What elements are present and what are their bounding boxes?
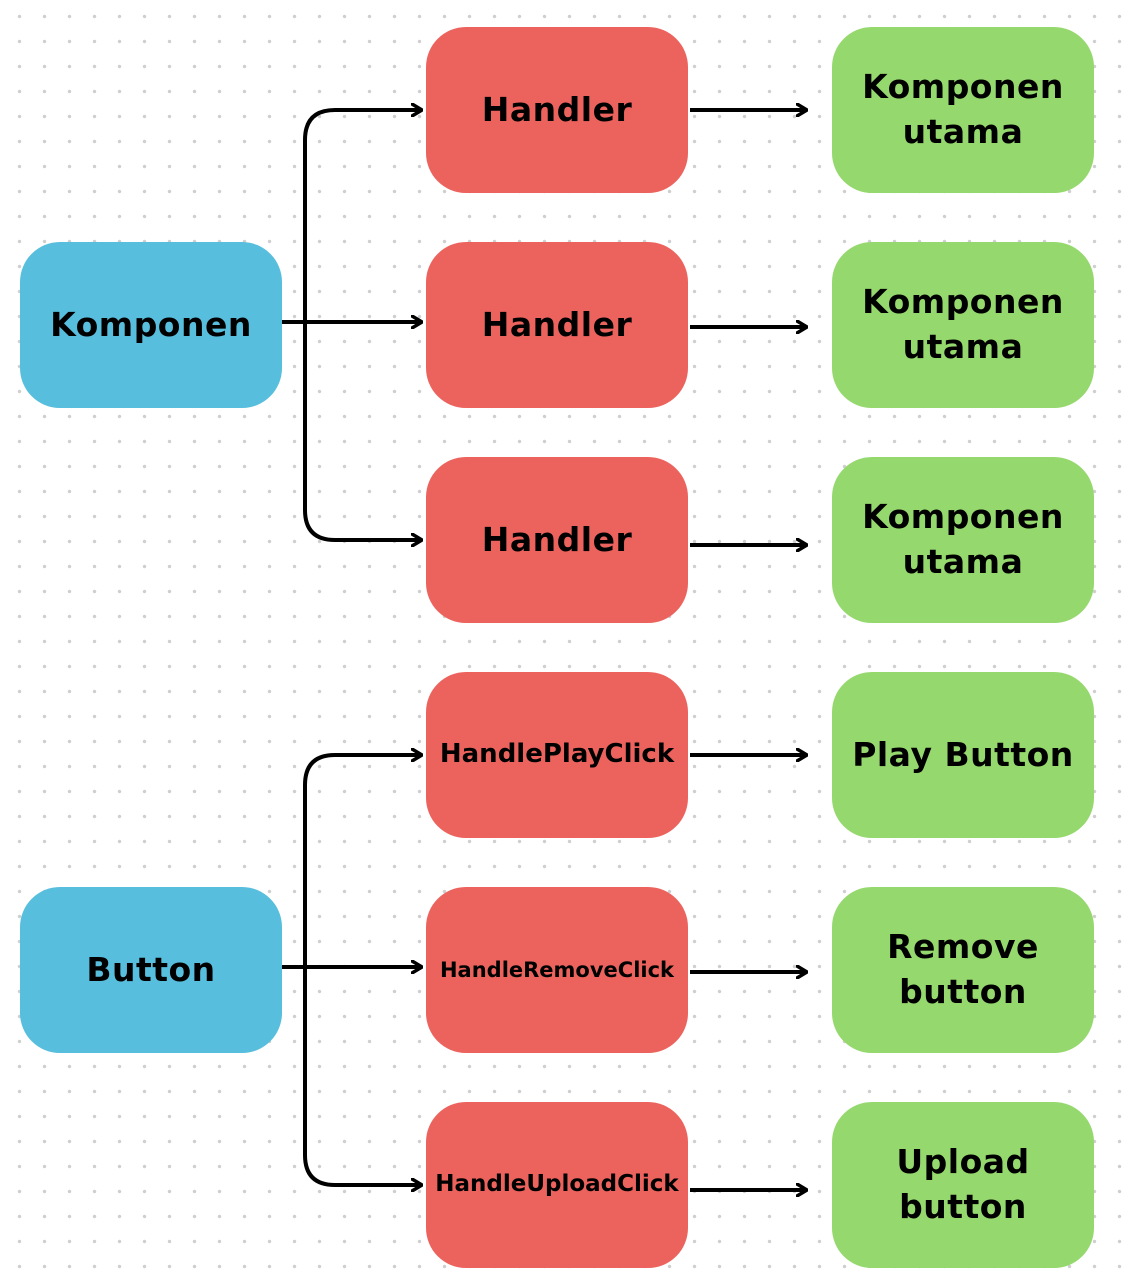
handler-node-upload: HandleUploadClick: [426, 1102, 688, 1268]
handler-node: Handler: [426, 242, 688, 408]
handler-label: Handler: [481, 304, 633, 344]
target-label: Upload button: [896, 1142, 1030, 1226]
target-label: Komponen utama: [862, 67, 1064, 151]
handler-label: HandleRemoveClick: [439, 957, 675, 982]
source-label: Komponen: [50, 304, 252, 344]
source-label: Button: [86, 949, 216, 989]
target-node-play-button: Play Button: [832, 672, 1094, 838]
target-node-upload-button: Upload button: [832, 1102, 1094, 1268]
target-label: Komponen utama: [862, 497, 1064, 581]
target-node-remove-button: Remove button: [832, 887, 1094, 1053]
target-node: Komponen utama: [832, 457, 1094, 623]
bracket-connector: [303, 753, 422, 1185]
handler-node: Handler: [426, 27, 688, 193]
target-node: Komponen utama: [832, 27, 1094, 193]
source-node-button: Button: [20, 887, 282, 1053]
bracket-connector: [303, 108, 422, 540]
target-node: Komponen utama: [832, 242, 1094, 408]
target-label: Play Button: [852, 734, 1074, 774]
handler-label: HandlePlayClick: [439, 739, 675, 770]
handler-node: Handler: [426, 457, 688, 623]
handler-label: Handler: [481, 89, 633, 129]
target-label: Komponen utama: [862, 282, 1064, 366]
source-node-komponen: Komponen: [20, 242, 282, 408]
handler-label: HandleUploadClick: [435, 1171, 679, 1198]
handler-node-remove: HandleRemoveClick: [426, 887, 688, 1053]
handler-node-play: HandlePlayClick: [426, 672, 688, 838]
target-label: Remove button: [887, 927, 1039, 1011]
handler-label: Handler: [481, 519, 633, 559]
